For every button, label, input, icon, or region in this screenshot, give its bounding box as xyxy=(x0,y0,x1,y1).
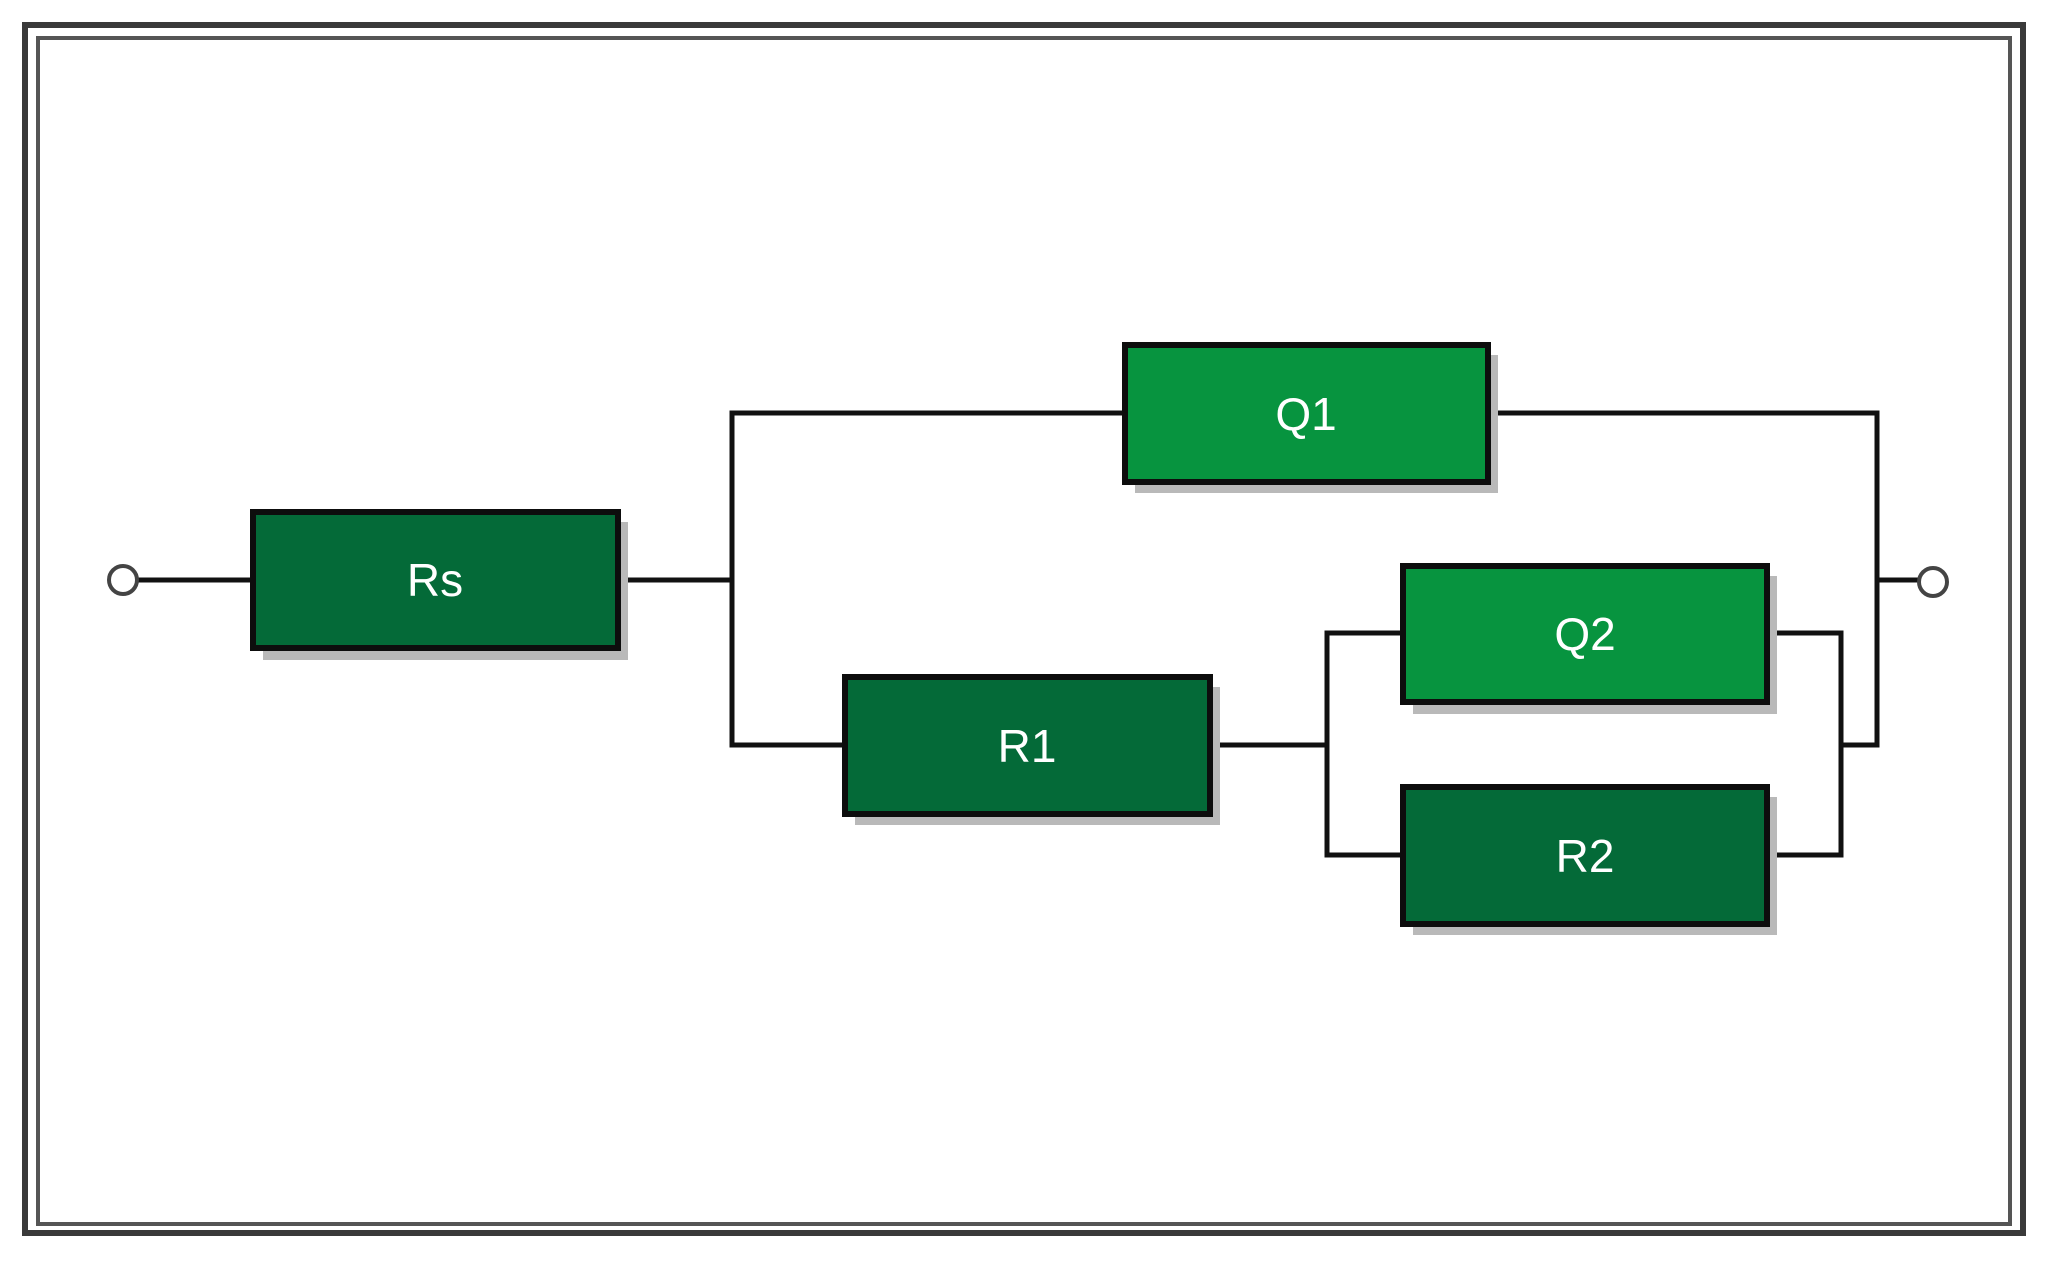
left-terminal xyxy=(107,564,139,596)
component-r2: R2 xyxy=(1400,784,1777,935)
component-rs-box xyxy=(250,509,621,651)
component-rs-label: Rs xyxy=(407,554,463,606)
component-q2-label: Q2 xyxy=(1554,608,1615,660)
component-r2-box xyxy=(1400,784,1770,927)
component-q2: Q2 xyxy=(1400,563,1777,714)
component-r1-box xyxy=(842,674,1213,817)
component-rs: Rs xyxy=(250,509,628,660)
component-q1-box xyxy=(1122,342,1491,485)
right-terminal xyxy=(1917,566,1949,598)
wires xyxy=(123,410,1925,858)
component-r1-label: R1 xyxy=(998,720,1057,772)
component-r2-label: R2 xyxy=(1556,830,1615,882)
component-q2-box xyxy=(1400,563,1770,705)
component-q1: Q1 xyxy=(1122,342,1498,493)
component-r1: R1 xyxy=(842,674,1220,825)
component-q1-label: Q1 xyxy=(1275,388,1336,440)
